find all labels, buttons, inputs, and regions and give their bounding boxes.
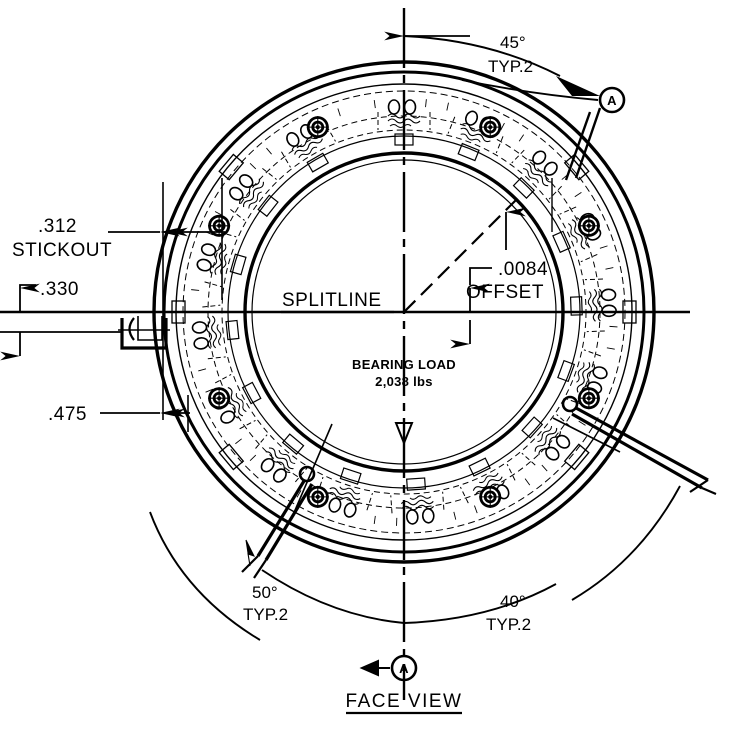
arc-40-inner <box>403 583 557 624</box>
section-circle-bottom <box>390 654 418 682</box>
pad-module <box>441 104 509 168</box>
angle-40-typ-label: TYP.2 <box>486 615 531 634</box>
section-circle-top <box>598 86 626 114</box>
angle-40-label: 40° <box>500 592 526 611</box>
bearing-load-value: 2,038 lbs <box>375 374 433 389</box>
angle-45-annotation <box>384 14 599 101</box>
bolt-head <box>306 115 330 139</box>
stickout-word-label: STICKOUT <box>12 240 112 261</box>
bearing-load-label: BEARING LOAD <box>352 357 456 372</box>
angle-50-label: 50° <box>252 583 278 602</box>
offset-leader <box>469 267 492 285</box>
probe-axis-right <box>552 417 621 453</box>
bottom-angle-arcs <box>149 485 681 641</box>
view-title-label: FACE VIEW <box>346 691 463 712</box>
pad-module <box>500 140 571 211</box>
stickout-value-label: .312 <box>38 216 77 237</box>
arc-50-inner <box>261 569 405 624</box>
offset-word-label: OFFSET <box>466 282 544 303</box>
arc-50-outer <box>149 511 261 641</box>
annulus-hatching <box>190 99 618 526</box>
probe-lead-right-a <box>575 406 709 482</box>
arc-40-outer <box>571 485 681 601</box>
dimension-lines-left <box>0 178 225 432</box>
angle-50-typ-label: TYP.2 <box>243 605 288 624</box>
probe-axis-left <box>292 423 333 516</box>
probe-lead-right-tail <box>689 479 717 496</box>
section-arrow-top <box>552 76 600 96</box>
dim-330-label: .330 <box>40 279 79 300</box>
arc-50-arrow <box>245 539 255 567</box>
pin-detail <box>118 316 170 350</box>
pad-module <box>569 277 618 333</box>
angle-45-arc <box>403 35 561 77</box>
angle-45-arc-2 <box>461 79 599 101</box>
pad-module <box>388 475 446 527</box>
probe-lead-left-tail <box>241 555 267 579</box>
bolt-head <box>207 386 231 410</box>
probe-lead-left-b <box>264 483 314 561</box>
probe-line-top <box>564 111 592 181</box>
bolt-head <box>207 214 231 238</box>
angle-45-typ-label: TYP.2 <box>488 57 533 76</box>
probe-line-top2 <box>574 107 602 179</box>
section-label-bottom: A <box>399 661 409 676</box>
probe-lead-right-b <box>571 412 703 490</box>
probe-lead-left-a <box>256 480 306 557</box>
offset-value-label: .0084 <box>498 259 548 280</box>
offset-dimension <box>450 207 526 349</box>
section-marker-bottom: A <box>359 654 418 682</box>
splitline-label: SPLITLINE <box>282 290 382 311</box>
centerlines <box>0 8 690 700</box>
section-arrow-bottom <box>359 659 390 677</box>
bolt-head <box>478 485 502 509</box>
dim-475-label: .475 <box>48 404 87 425</box>
probe-head-right <box>561 395 579 413</box>
section-label-top: A <box>607 93 617 108</box>
angle-45-label: 45° <box>500 33 526 52</box>
pad-module <box>509 403 580 474</box>
section-marker-top: A <box>551 76 626 232</box>
bolt-head <box>577 214 601 238</box>
dim-330-leader <box>19 284 36 288</box>
bolt-head <box>577 386 601 410</box>
offset-angle-line <box>403 195 521 313</box>
bolt-head <box>478 115 502 139</box>
probe-leads <box>241 395 717 579</box>
bearing-load-arrow <box>394 422 414 446</box>
